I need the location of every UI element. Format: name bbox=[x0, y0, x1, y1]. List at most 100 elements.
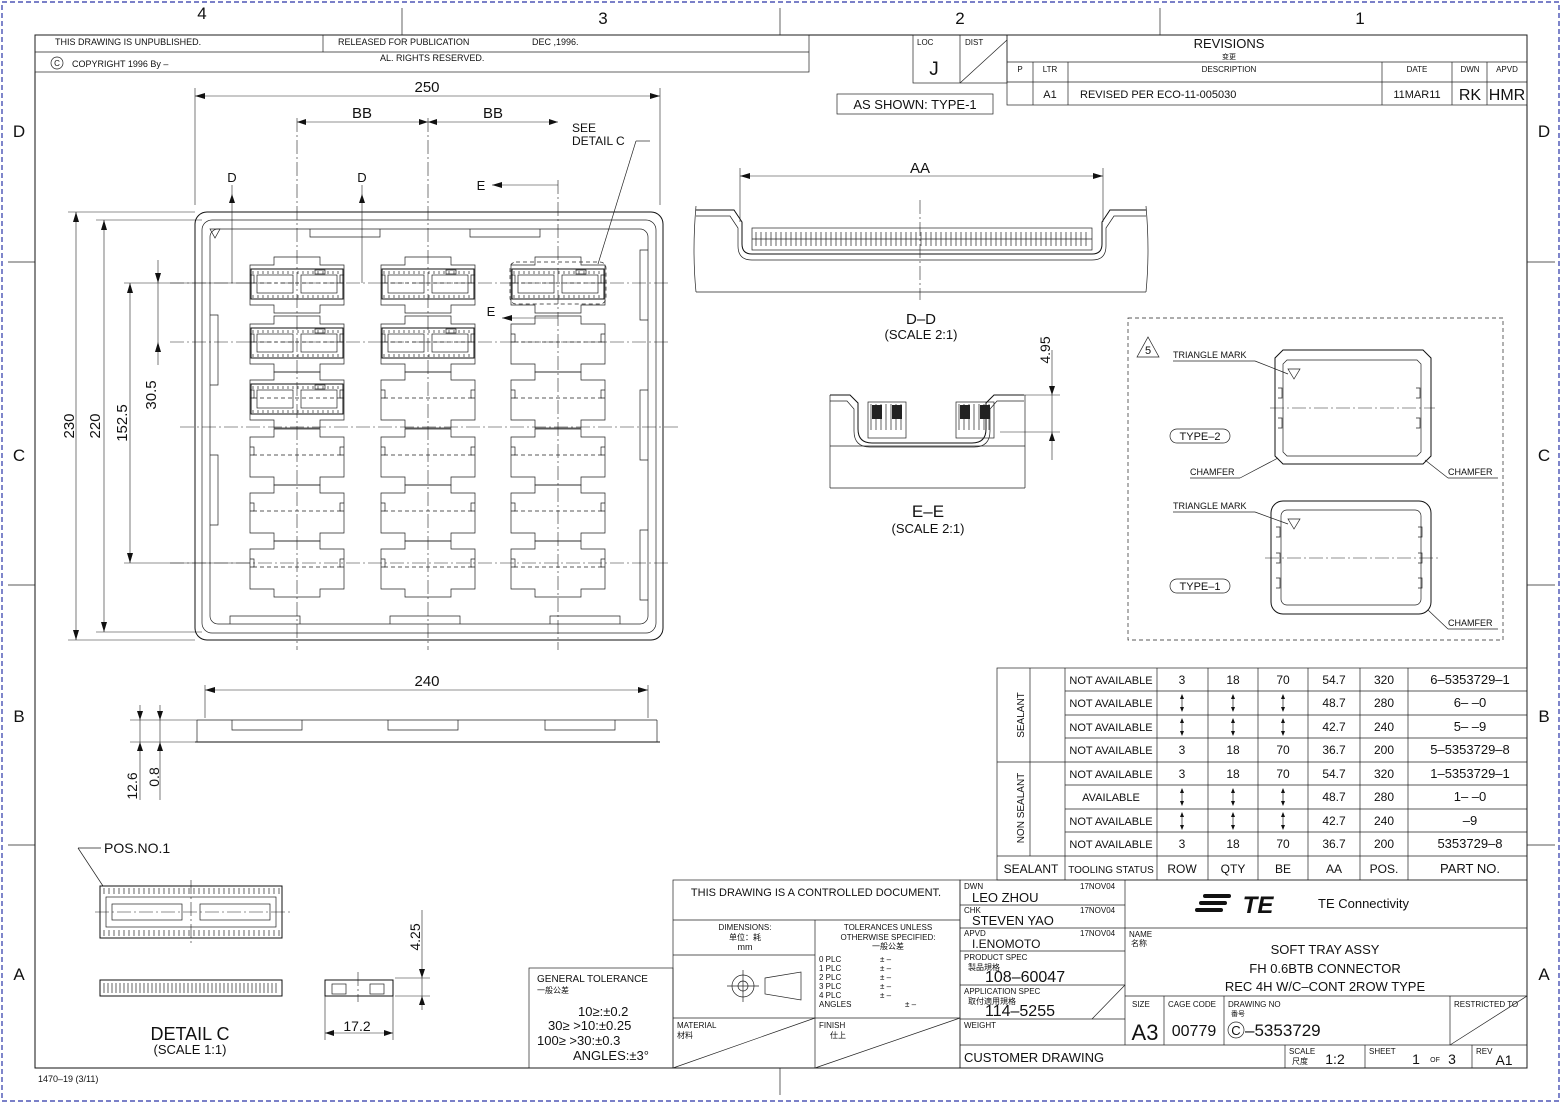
e-e-shading bbox=[980, 405, 990, 419]
tray-side-view: 240 12.6 0.8 bbox=[124, 673, 660, 800]
customer-drawing: CUSTOMER DRAWING bbox=[964, 1050, 1104, 1065]
table-cell: 54.7 bbox=[1322, 767, 1346, 781]
table-cell: 3 bbox=[1179, 673, 1186, 687]
copyright-text: COPYRIGHT 1996 By – bbox=[72, 59, 168, 69]
drawing-no-label-cn: 番号 bbox=[1231, 1010, 1245, 1018]
header-pos: POS. bbox=[1370, 862, 1399, 876]
pocket-notch bbox=[511, 446, 605, 456]
rev-date: 11MAR11 bbox=[1393, 89, 1440, 101]
release-date: DEC ,1996. bbox=[532, 37, 579, 47]
table-cell: 54.7 bbox=[1322, 673, 1346, 687]
tray-pocket bbox=[249, 315, 345, 373]
cage-code-label: CAGE CODE bbox=[1168, 1000, 1216, 1009]
section-e-e: 4.95 E–E (SCALE 2:1) bbox=[829, 336, 1060, 536]
connector-slot bbox=[256, 389, 294, 409]
tray-pocket bbox=[380, 540, 476, 598]
see-detail-2: DETAIL C bbox=[572, 134, 625, 148]
note-number: 5 bbox=[1145, 345, 1151, 357]
publication-block: THIS DRAWING IS UNPUBLISHED. RELEASED FO… bbox=[34, 34, 810, 73]
zone-ticks bbox=[8, 8, 1555, 1095]
connector-slot bbox=[387, 274, 425, 294]
header-part-no: PART NO. bbox=[1440, 861, 1500, 876]
dim-230: 230 bbox=[61, 413, 78, 438]
rev-description: REVISED PER ECO-11-005030 bbox=[1080, 89, 1236, 101]
dim-0-8: 0.8 bbox=[146, 767, 162, 787]
table-cell: 280 bbox=[1374, 790, 1394, 804]
table-cell: 36.7 bbox=[1322, 743, 1346, 757]
zone-left-b: B bbox=[13, 707, 24, 726]
table-ditto-arrowhead bbox=[1180, 718, 1184, 736]
tray-pocket bbox=[380, 256, 476, 314]
material-label: MATERIAL bbox=[677, 1021, 717, 1030]
type-2-label: TYPE–2 bbox=[1180, 431, 1221, 443]
size-value: A3 bbox=[1132, 1020, 1159, 1045]
table-ditto-arrowhead bbox=[1281, 718, 1285, 736]
rev-header-apvd: APVD bbox=[1496, 65, 1518, 74]
dim-4-25: 4.25 bbox=[407, 923, 423, 950]
dist-label: DIST bbox=[965, 38, 983, 47]
pocket-notch bbox=[250, 502, 344, 512]
dim-12-6: 12.6 bbox=[124, 772, 140, 799]
e-e-shading bbox=[960, 405, 970, 419]
tray-pocket bbox=[510, 484, 606, 542]
tray-pockets bbox=[249, 256, 606, 598]
table-cell-status: AVAILABLE bbox=[1082, 792, 1140, 804]
rev-dwn: RK bbox=[1459, 87, 1482, 104]
tray-pocket bbox=[249, 371, 345, 429]
group-non-sealant: NON SEALANT bbox=[1016, 773, 1027, 844]
plc-value: ± – bbox=[880, 955, 892, 964]
tray-pocket bbox=[380, 315, 476, 373]
title-line-1: SOFT TRAY ASSY bbox=[1271, 942, 1380, 957]
controlled-title: THIS DRAWING IS A CONTROLLED DOCUMENT. bbox=[691, 887, 941, 899]
table-ditto-arrowhead bbox=[1231, 788, 1235, 806]
finish-label-cn: 仕上 bbox=[830, 1030, 846, 1040]
product-spec-label: PRODUCT SPEC bbox=[964, 953, 1028, 962]
header-aa: AA bbox=[1326, 862, 1342, 876]
title-line-2: FH 0.6BTB CONNECTOR bbox=[1249, 961, 1400, 976]
zone-top-3: 3 bbox=[598, 9, 607, 28]
drawing-no-value: –5353729 bbox=[1245, 1021, 1321, 1040]
copyright-symbol-letter: C bbox=[54, 59, 60, 68]
connector-slot bbox=[517, 274, 555, 294]
table-cell: 70 bbox=[1276, 837, 1290, 851]
sheet-value: 1 bbox=[1412, 1051, 1420, 1067]
table-cell-status: NOT AVAILABLE bbox=[1069, 722, 1152, 734]
title-block: DWN LEO ZHOU 17NOV04 CHK STEVEN YAO 17NO… bbox=[959, 879, 1528, 1069]
name-label: NAME bbox=[1129, 930, 1152, 939]
table-cell: 280 bbox=[1374, 696, 1394, 710]
connector-mark bbox=[445, 269, 457, 275]
dim-220: 220 bbox=[87, 413, 104, 438]
as-shown-label: AS SHOWN: TYPE-1 bbox=[853, 97, 976, 112]
loc-value: J bbox=[929, 59, 939, 80]
connector-mark bbox=[314, 269, 326, 275]
pocket-notch bbox=[250, 389, 344, 399]
table-ditto-arrowhead bbox=[1231, 812, 1235, 830]
copyright-symbol bbox=[50, 56, 64, 70]
table-cell: 240 bbox=[1374, 814, 1394, 828]
connector-slot bbox=[300, 389, 338, 409]
dim-bb-2: BB bbox=[483, 105, 503, 122]
as-shown-box bbox=[836, 93, 994, 115]
connector-mark bbox=[575, 269, 587, 275]
table-ditto-arrowhead bbox=[1180, 812, 1184, 830]
table-cell: 320 bbox=[1374, 767, 1394, 781]
section-d-d-scale: (SCALE 2:1) bbox=[885, 327, 958, 342]
table-part-number: 5–5353729–8 bbox=[1430, 742, 1510, 757]
dim-bb-1: BB bbox=[352, 105, 372, 122]
table-cell: 48.7 bbox=[1322, 696, 1346, 710]
tolerances-label-cn: 一般公差 bbox=[872, 941, 904, 951]
connector-slot bbox=[431, 333, 469, 353]
apvd-label: APVD bbox=[964, 929, 986, 938]
controlled-document-block: THIS DRAWING IS A CONTROLLED DOCUMENT. D… bbox=[672, 879, 961, 1069]
plc-label: 2 PLC bbox=[819, 973, 841, 982]
connector-slot bbox=[256, 333, 294, 353]
plc-value: ± – bbox=[880, 991, 892, 1000]
scale-value: 1:2 bbox=[1325, 1051, 1345, 1067]
detail-c-pins bbox=[103, 888, 280, 936]
pos-no-label: POS.NO.1 bbox=[104, 840, 170, 856]
app-spec-label: APPLICATION SPEC bbox=[964, 987, 1041, 996]
table-cell: 18 bbox=[1226, 743, 1240, 757]
table-cell-status: NOT AVAILABLE bbox=[1069, 745, 1152, 757]
tolerance-line-1: 10≥:±0.2 bbox=[578, 1004, 628, 1019]
